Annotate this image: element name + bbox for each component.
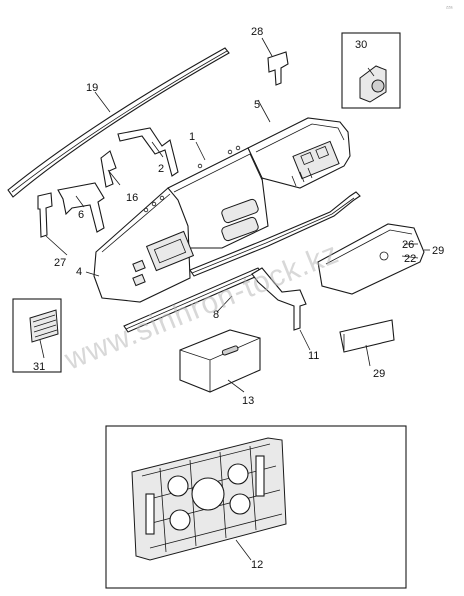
callout-8: 6 bbox=[78, 209, 84, 221]
callout-26: 27 bbox=[54, 257, 66, 269]
part-lower-seal bbox=[189, 191, 361, 277]
part-trim-strip bbox=[7, 47, 230, 198]
part-upper-panel bbox=[167, 145, 269, 249]
callout-5: 5 bbox=[254, 99, 260, 111]
callout-27: 28 bbox=[251, 26, 263, 38]
part-bracket-11 bbox=[251, 267, 307, 331]
callout-30: 29 bbox=[373, 368, 385, 380]
corner-mark: ᶻᶻᵃ bbox=[446, 6, 453, 12]
part-ashtray-16 bbox=[179, 329, 261, 393]
part-cluster-cover bbox=[247, 117, 351, 189]
part-rear-panel-19 bbox=[105, 425, 407, 589]
part-main-panel bbox=[93, 187, 195, 303]
callout-19: 12 bbox=[251, 559, 263, 571]
callout-4: 4 bbox=[76, 266, 82, 278]
leader-lines bbox=[39, 37, 430, 561]
callout-21: 22 bbox=[404, 253, 416, 265]
part-bracket-8 bbox=[57, 182, 105, 233]
callout-1: 1 bbox=[189, 131, 195, 143]
callout-2: 2 bbox=[158, 163, 164, 175]
part-panel-30 bbox=[339, 319, 395, 353]
part-switch-29 bbox=[341, 32, 401, 109]
callout-22: 26 bbox=[402, 239, 414, 251]
callout-12: 19 bbox=[86, 82, 98, 94]
part-glovebox-lid bbox=[317, 223, 425, 295]
callout-6: 8 bbox=[213, 309, 219, 321]
part-vent-31 bbox=[12, 298, 62, 373]
callout-13: 16 bbox=[126, 192, 138, 204]
callout-labels: 19 28 30 5 1 2 16 6 27 4 8 11 29 13 12 3… bbox=[33, 26, 444, 571]
callout-31: 31 bbox=[33, 361, 45, 373]
part-bracket-26 bbox=[37, 192, 53, 238]
callout-16: 13 bbox=[242, 395, 254, 407]
callout-11: 11 bbox=[308, 350, 319, 362]
part-bracket-13 bbox=[100, 150, 117, 188]
part-bracket-27 bbox=[267, 51, 289, 86]
part-bracket-2 bbox=[117, 127, 179, 177]
callout-29: 30 bbox=[355, 39, 367, 51]
callout-28: 29 bbox=[432, 245, 444, 257]
